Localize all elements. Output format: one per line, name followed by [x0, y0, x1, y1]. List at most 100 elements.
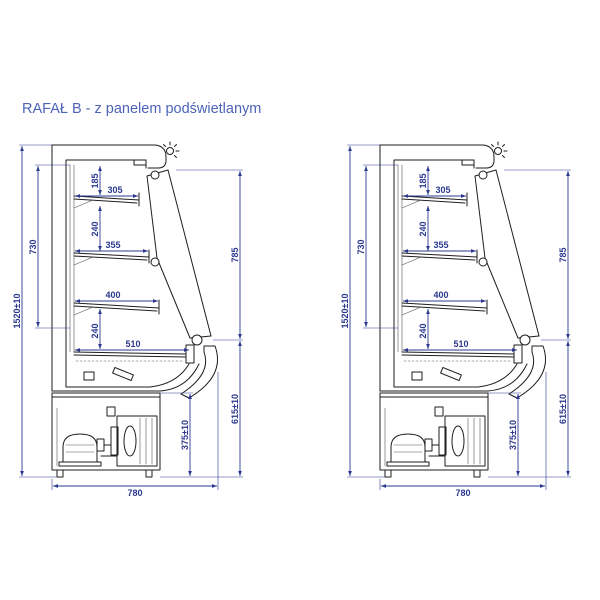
dim-label-upper-section: 730	[356, 239, 366, 254]
expansion-valve	[106, 406, 116, 417]
dimensions: 1520±10 730 185 305 240 355 400 240 510 …	[340, 144, 571, 498]
display-well	[65, 360, 200, 392]
shelf-1	[401, 192, 468, 209]
panel-middle-hinge	[150, 257, 160, 267]
dim-label-shelf-3-depth: 400	[105, 290, 120, 300]
condenser-fins	[467, 417, 481, 465]
led-strip	[133, 159, 147, 166]
drain	[83, 371, 95, 381]
panel-middle-hinge	[478, 257, 488, 267]
compartment-frame	[379, 392, 489, 471]
base-deck	[73, 344, 195, 364]
shelf-plate	[73, 249, 150, 264]
panel-top-hinge	[478, 170, 488, 180]
extension-lines	[347, 144, 571, 490]
base-deck	[401, 344, 523, 364]
extension-lines	[19, 144, 243, 490]
illuminated-front-panel	[146, 169, 212, 346]
expansion-valve	[434, 406, 444, 417]
condenser-fan	[428, 406, 486, 467]
foot-left	[56, 469, 64, 478]
shelf-2	[73, 249, 150, 266]
dim-label-top-to-shelf-1: 185	[90, 173, 100, 188]
foot-left	[384, 469, 392, 478]
condenser-fan	[100, 406, 158, 467]
shelf-3	[401, 299, 488, 316]
cabinet-view-right: 1520±10 730 185 305 240 355 400 240 510 …	[340, 141, 571, 498]
dim-label-shelf-1-depth: 305	[435, 185, 450, 195]
foot-right	[145, 469, 153, 478]
led-strip	[461, 159, 475, 166]
dim-label-base-height: 375±10	[508, 420, 518, 450]
shelf-bracket	[73, 256, 94, 266]
dimensions: 1520±10 730 185 305 240 355 400 240 510 …	[12, 144, 243, 498]
compressor-bands	[65, 444, 95, 453]
shelf-bracket	[401, 256, 422, 266]
compressor	[386, 433, 433, 467]
deck-plate	[73, 351, 187, 358]
condenser-block	[444, 415, 486, 467]
drain-valve	[112, 366, 134, 382]
dim-label-front-panel-height: 785	[230, 247, 240, 262]
drain-valve	[440, 366, 462, 382]
compressor-base	[386, 461, 430, 467]
dim-label-deck-depth: 510	[125, 339, 140, 349]
dim-label-base-height: 375±10	[180, 420, 190, 450]
dim-label-upper-section: 730	[28, 239, 38, 254]
dim-label-shelf-1-to-shelf-2: 240	[418, 221, 428, 236]
well-outer-floor	[159, 363, 200, 392]
machine-compartment	[51, 392, 161, 478]
machine-compartment	[379, 392, 489, 478]
condenser-fins	[139, 417, 153, 465]
dim-label-shelf-3-to-deck: 240	[418, 323, 428, 338]
shelf-3	[73, 299, 160, 316]
shelf-plate	[73, 299, 160, 315]
compressor-base	[58, 461, 102, 467]
cabinet-drawing	[51, 141, 219, 478]
well-floor	[65, 363, 190, 388]
shelf-bracket	[401, 306, 422, 316]
dim-label-total-height: 1520±10	[12, 294, 22, 329]
fan-motor	[438, 426, 447, 456]
fan-motor	[110, 426, 119, 456]
refrigerant-pipes	[100, 444, 118, 457]
refrigerant-pipes	[428, 444, 446, 457]
shelf-plate	[401, 299, 488, 315]
cabinet-outer-shell	[51, 144, 167, 392]
fan-blade	[451, 425, 465, 457]
shelf-bracket	[73, 199, 94, 209]
panel-bottom-hinge	[519, 334, 531, 346]
drawing-title: RAFAŁ B - z panelem podświetlanym	[22, 101, 261, 117]
shelf-bracket	[73, 306, 94, 316]
light-rays	[163, 141, 180, 158]
condenser-block	[116, 415, 158, 467]
panel-bottom-hinge	[191, 334, 203, 346]
dim-label-front-lower-height: 615±10	[558, 394, 568, 424]
dim-label-shelf-2-depth: 355	[105, 240, 120, 250]
light-bulb	[494, 147, 502, 155]
dim-label-shelf-1-to-shelf-2: 240	[90, 221, 100, 236]
dim-label-total-depth: 780	[455, 488, 470, 498]
dim-label-total-depth: 780	[127, 488, 142, 498]
panel-outer-edge	[495, 169, 540, 337]
compressor-bands	[393, 444, 423, 453]
light-bulb	[166, 147, 174, 155]
dim-label-top-to-shelf-1: 185	[418, 173, 428, 188]
dim-label-front-panel-height: 785	[558, 247, 568, 262]
light-rays	[491, 141, 508, 158]
dim-label-shelf-2-depth: 355	[433, 240, 448, 250]
panel-top-hinge	[150, 170, 160, 180]
dim-label-total-height: 1520±10	[340, 294, 350, 329]
display-well	[393, 360, 528, 392]
light-icon	[163, 141, 180, 158]
shelf-bracket	[401, 199, 422, 209]
illuminated-front-panel	[474, 169, 540, 346]
deck-plate	[401, 351, 515, 358]
dim-label-shelf-1-depth: 305	[107, 185, 122, 195]
well-floor	[393, 363, 518, 388]
light-icon	[491, 141, 508, 158]
dim-label-shelf-3-to-deck: 240	[90, 323, 100, 338]
foot-right	[473, 469, 481, 478]
